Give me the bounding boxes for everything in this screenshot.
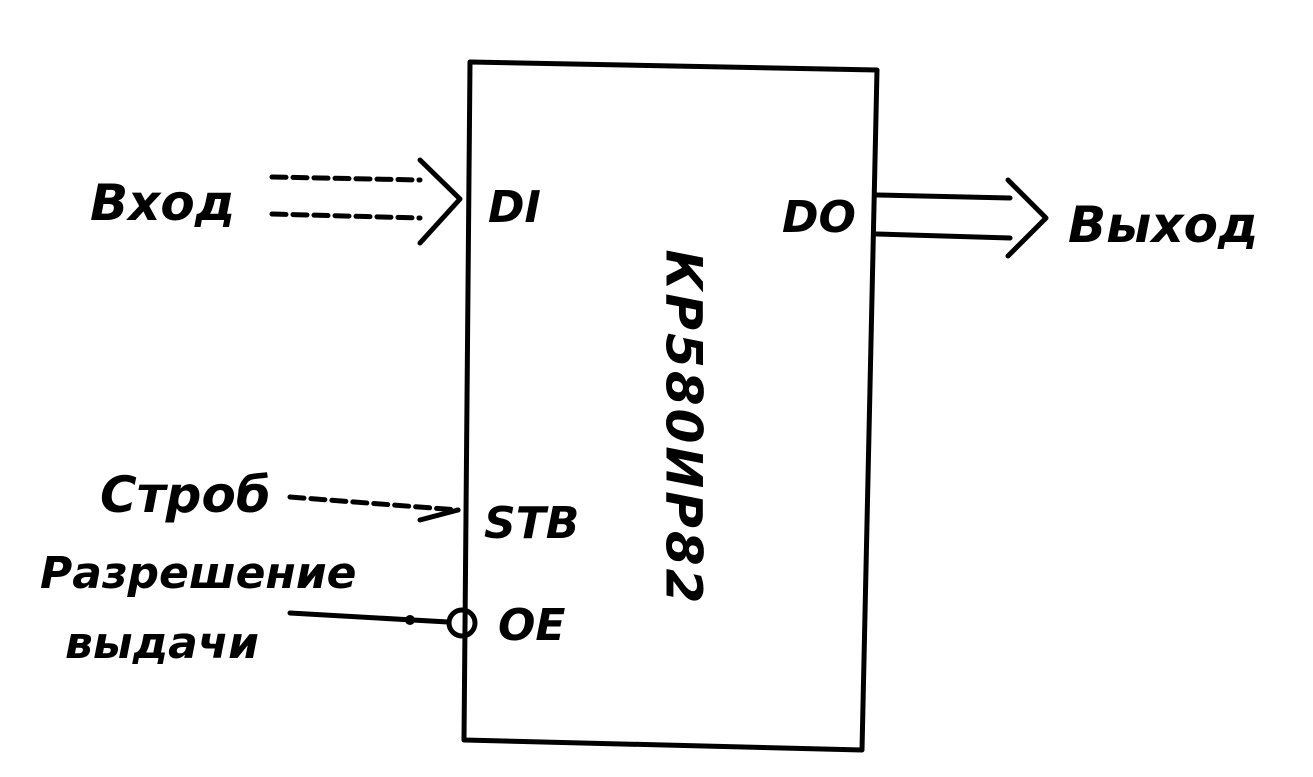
enable-label-line2: выдачи — [65, 618, 259, 669]
output-bus-arrow — [874, 177, 1049, 259]
strobe-label: Строб — [100, 466, 271, 524]
strobe-line — [287, 494, 461, 523]
pin-oe: OE — [498, 600, 565, 651]
chip-body — [461, 59, 880, 753]
pin-stb: STB — [484, 498, 579, 549]
enable-label-line1: Разрешение — [40, 548, 357, 599]
input-label: Вход — [90, 174, 235, 232]
pin-di: DI — [488, 182, 541, 233]
output-enable-line — [287, 607, 478, 639]
pin-do: DO — [782, 192, 856, 243]
input-bus-arrow — [269, 157, 463, 246]
inversion-circle — [446, 607, 478, 639]
output-label: Выход — [1068, 196, 1258, 254]
chip-name: КР580ИР82 — [655, 250, 713, 607]
